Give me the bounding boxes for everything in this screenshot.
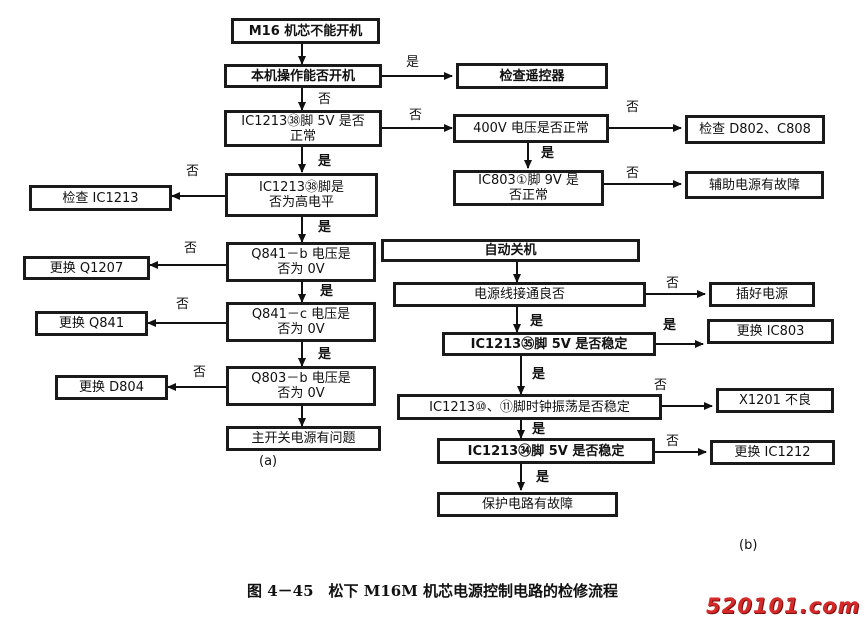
label-no-r4: 否 — [666, 434, 680, 449]
x1201-defective: X1201 不良 — [716, 388, 834, 413]
step-ic803-pin1-9v: IC803①脚 9V 是 否正常 — [453, 170, 604, 206]
aux-power-fault: 辅助电源有故障 — [685, 171, 824, 199]
step-power-cord-connected: 电源线接通良否 — [393, 282, 646, 307]
check-d802-c808: 检查 D802、C808 — [685, 115, 825, 144]
step-q803-b-0v: Q803－b 电压是 否为 0V — [226, 366, 376, 406]
start-auto-shutdown: 自动关机 — [381, 239, 640, 262]
replace-d804: 更换 D804 — [55, 375, 168, 400]
start-no-power: M16 机芯不能开机 — [231, 18, 380, 44]
subfigure-label-a: (a) — [259, 454, 278, 469]
label-yes-q3: 是 — [541, 146, 555, 161]
label-no-q7: 否 — [176, 297, 190, 312]
subfigure-label-b: (b) — [739, 538, 758, 553]
label-yes-remote: 是 — [406, 55, 420, 70]
label-no-q3: 否 — [626, 100, 640, 115]
label-yes-r3: 是 — [532, 422, 546, 437]
label-yes-r2-right: 是 — [663, 318, 677, 333]
plug-in-power: 插好电源 — [709, 282, 815, 307]
figure-caption: 图 4－45 松下 M16M 机芯电源控制电路的检修流程 — [246, 582, 619, 600]
replace-ic803: 更换 IC803 — [707, 319, 834, 344]
site-watermark: 520101.com — [706, 594, 861, 618]
step-ic1213-pin38-high: IC1213㊳脚是 否为高电平 — [225, 173, 378, 217]
check-remote-control: 检查遥控器 — [456, 63, 608, 89]
label-no-q8: 否 — [193, 365, 207, 380]
step-local-key-power-on: 本机操作能否开机 — [224, 64, 382, 88]
step-q841-b-0v: Q841－b 电压是 否为 0V — [226, 242, 376, 282]
step-ic1213-pin34-5v: IC1213㉞脚 5V 是否稳定 — [437, 438, 655, 464]
label-yes-r4: 是 — [536, 470, 550, 485]
label-no-r1: 否 — [666, 276, 680, 291]
label-no-q5: 否 — [186, 164, 200, 179]
step-ic1213-clock-oscillation: IC1213⑩、⑪脚时钟振荡是否稳定 — [397, 394, 662, 420]
step-ic1213-pin35-5v: IC1213㉟脚 5V 是否稳定 — [442, 332, 656, 356]
label-yes-q6: 是 — [320, 284, 334, 299]
replace-q1207: 更换 Q1207 — [23, 256, 150, 280]
label-no-q4: 否 — [626, 166, 640, 181]
label-yes-r2: 是 — [532, 367, 546, 382]
label-no-q1: 否 — [318, 92, 332, 107]
main-switching-power-fault: 主开关电源有问题 — [226, 426, 381, 451]
label-no-q6: 否 — [184, 241, 198, 256]
step-q841-c-0v: Q841－c 电压是 否为 0V — [226, 302, 376, 342]
label-yes-q2: 是 — [318, 154, 332, 169]
label-yes-q5: 是 — [318, 220, 332, 235]
step-400v-normal: 400V 电压是否正常 — [453, 114, 609, 143]
step-ic1213-pin38-5v: IC1213㊳脚 5V 是否 正常 — [224, 110, 382, 147]
check-ic1213: 检查 IC1213 — [29, 185, 172, 211]
protection-circuit-fault: 保护电路有故障 — [437, 492, 618, 517]
label-yes-q7: 是 — [318, 347, 332, 362]
label-no-q2: 否 — [409, 108, 423, 123]
label-no-r3: 否 — [654, 378, 668, 393]
replace-q841: 更换 Q841 — [35, 311, 148, 336]
replace-ic1212: 更换 IC1212 — [710, 440, 835, 465]
label-yes-r1: 是 — [530, 314, 544, 329]
